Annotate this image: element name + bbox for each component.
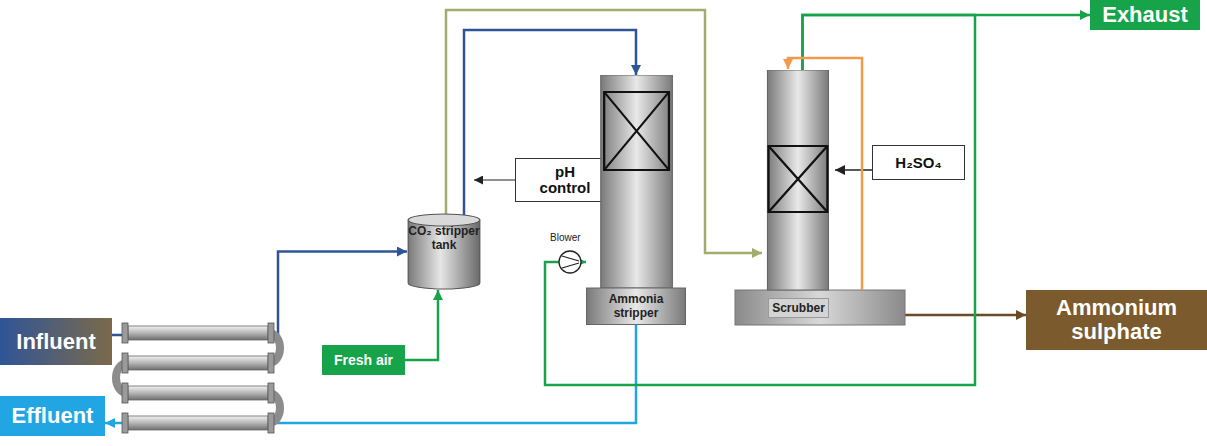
label-area: Scrubber <box>762 290 835 325</box>
blower-symbol <box>559 251 581 273</box>
node-label: Exhaust <box>1102 2 1188 28</box>
node-label: Scrubber <box>768 298 829 318</box>
control-box: pH control <box>515 158 615 202</box>
flow-line <box>105 325 636 423</box>
flow-line <box>803 15 1091 70</box>
flow-line <box>835 169 872 170</box>
hx-tube <box>128 326 268 340</box>
hx-flange <box>268 413 274 433</box>
node-label: pH control <box>533 164 597 197</box>
node-label: Fresh air <box>334 352 393 368</box>
hx-flanges <box>122 323 274 433</box>
hx-flange <box>268 323 274 343</box>
node-label: Ammonia stripper <box>586 293 686 321</box>
hx-flange <box>268 383 274 403</box>
hx-flange <box>122 413 128 433</box>
component-label: Blower <box>550 232 581 243</box>
air-box: Fresh air <box>322 345 405 375</box>
node-label: Ammonium sulphate <box>1026 296 1207 344</box>
scrubber-base <box>735 290 905 325</box>
chemical-box: H₂SO₄ <box>872 145 965 180</box>
flow-line <box>405 290 438 360</box>
scrubber-column: Scrubber <box>762 70 835 325</box>
node-label: Influent <box>16 329 95 355</box>
heat-exchanger <box>116 323 280 433</box>
hx-flange <box>122 353 128 373</box>
outlet-box: Effluent <box>0 396 105 436</box>
node-label: CO₂ stripper tank <box>407 225 481 253</box>
product-box: Ammonium sulphate <box>1026 290 1207 350</box>
scrubber-column <box>762 70 835 325</box>
hx-tube <box>128 356 268 370</box>
tank-vessel: CO₂ stripper tank <box>407 213 481 290</box>
node-label: H₂SO₄ <box>895 154 941 171</box>
flow-line <box>545 15 975 385</box>
inlet-box: Influent <box>0 318 112 365</box>
hx-flange <box>122 323 128 343</box>
hx-flange <box>122 383 128 403</box>
hx-tube <box>128 416 268 430</box>
flow-line <box>112 252 407 336</box>
outlet-box: Exhaust <box>1090 0 1200 30</box>
stripper-column <box>586 75 686 325</box>
hx-flange <box>268 353 274 373</box>
control-signal <box>474 179 515 180</box>
label-area: Ammonia stripper <box>586 288 686 325</box>
hx-tube <box>128 386 268 400</box>
stripper-column: Ammonia stripper <box>586 75 686 325</box>
node-label: Effluent <box>12 403 94 429</box>
